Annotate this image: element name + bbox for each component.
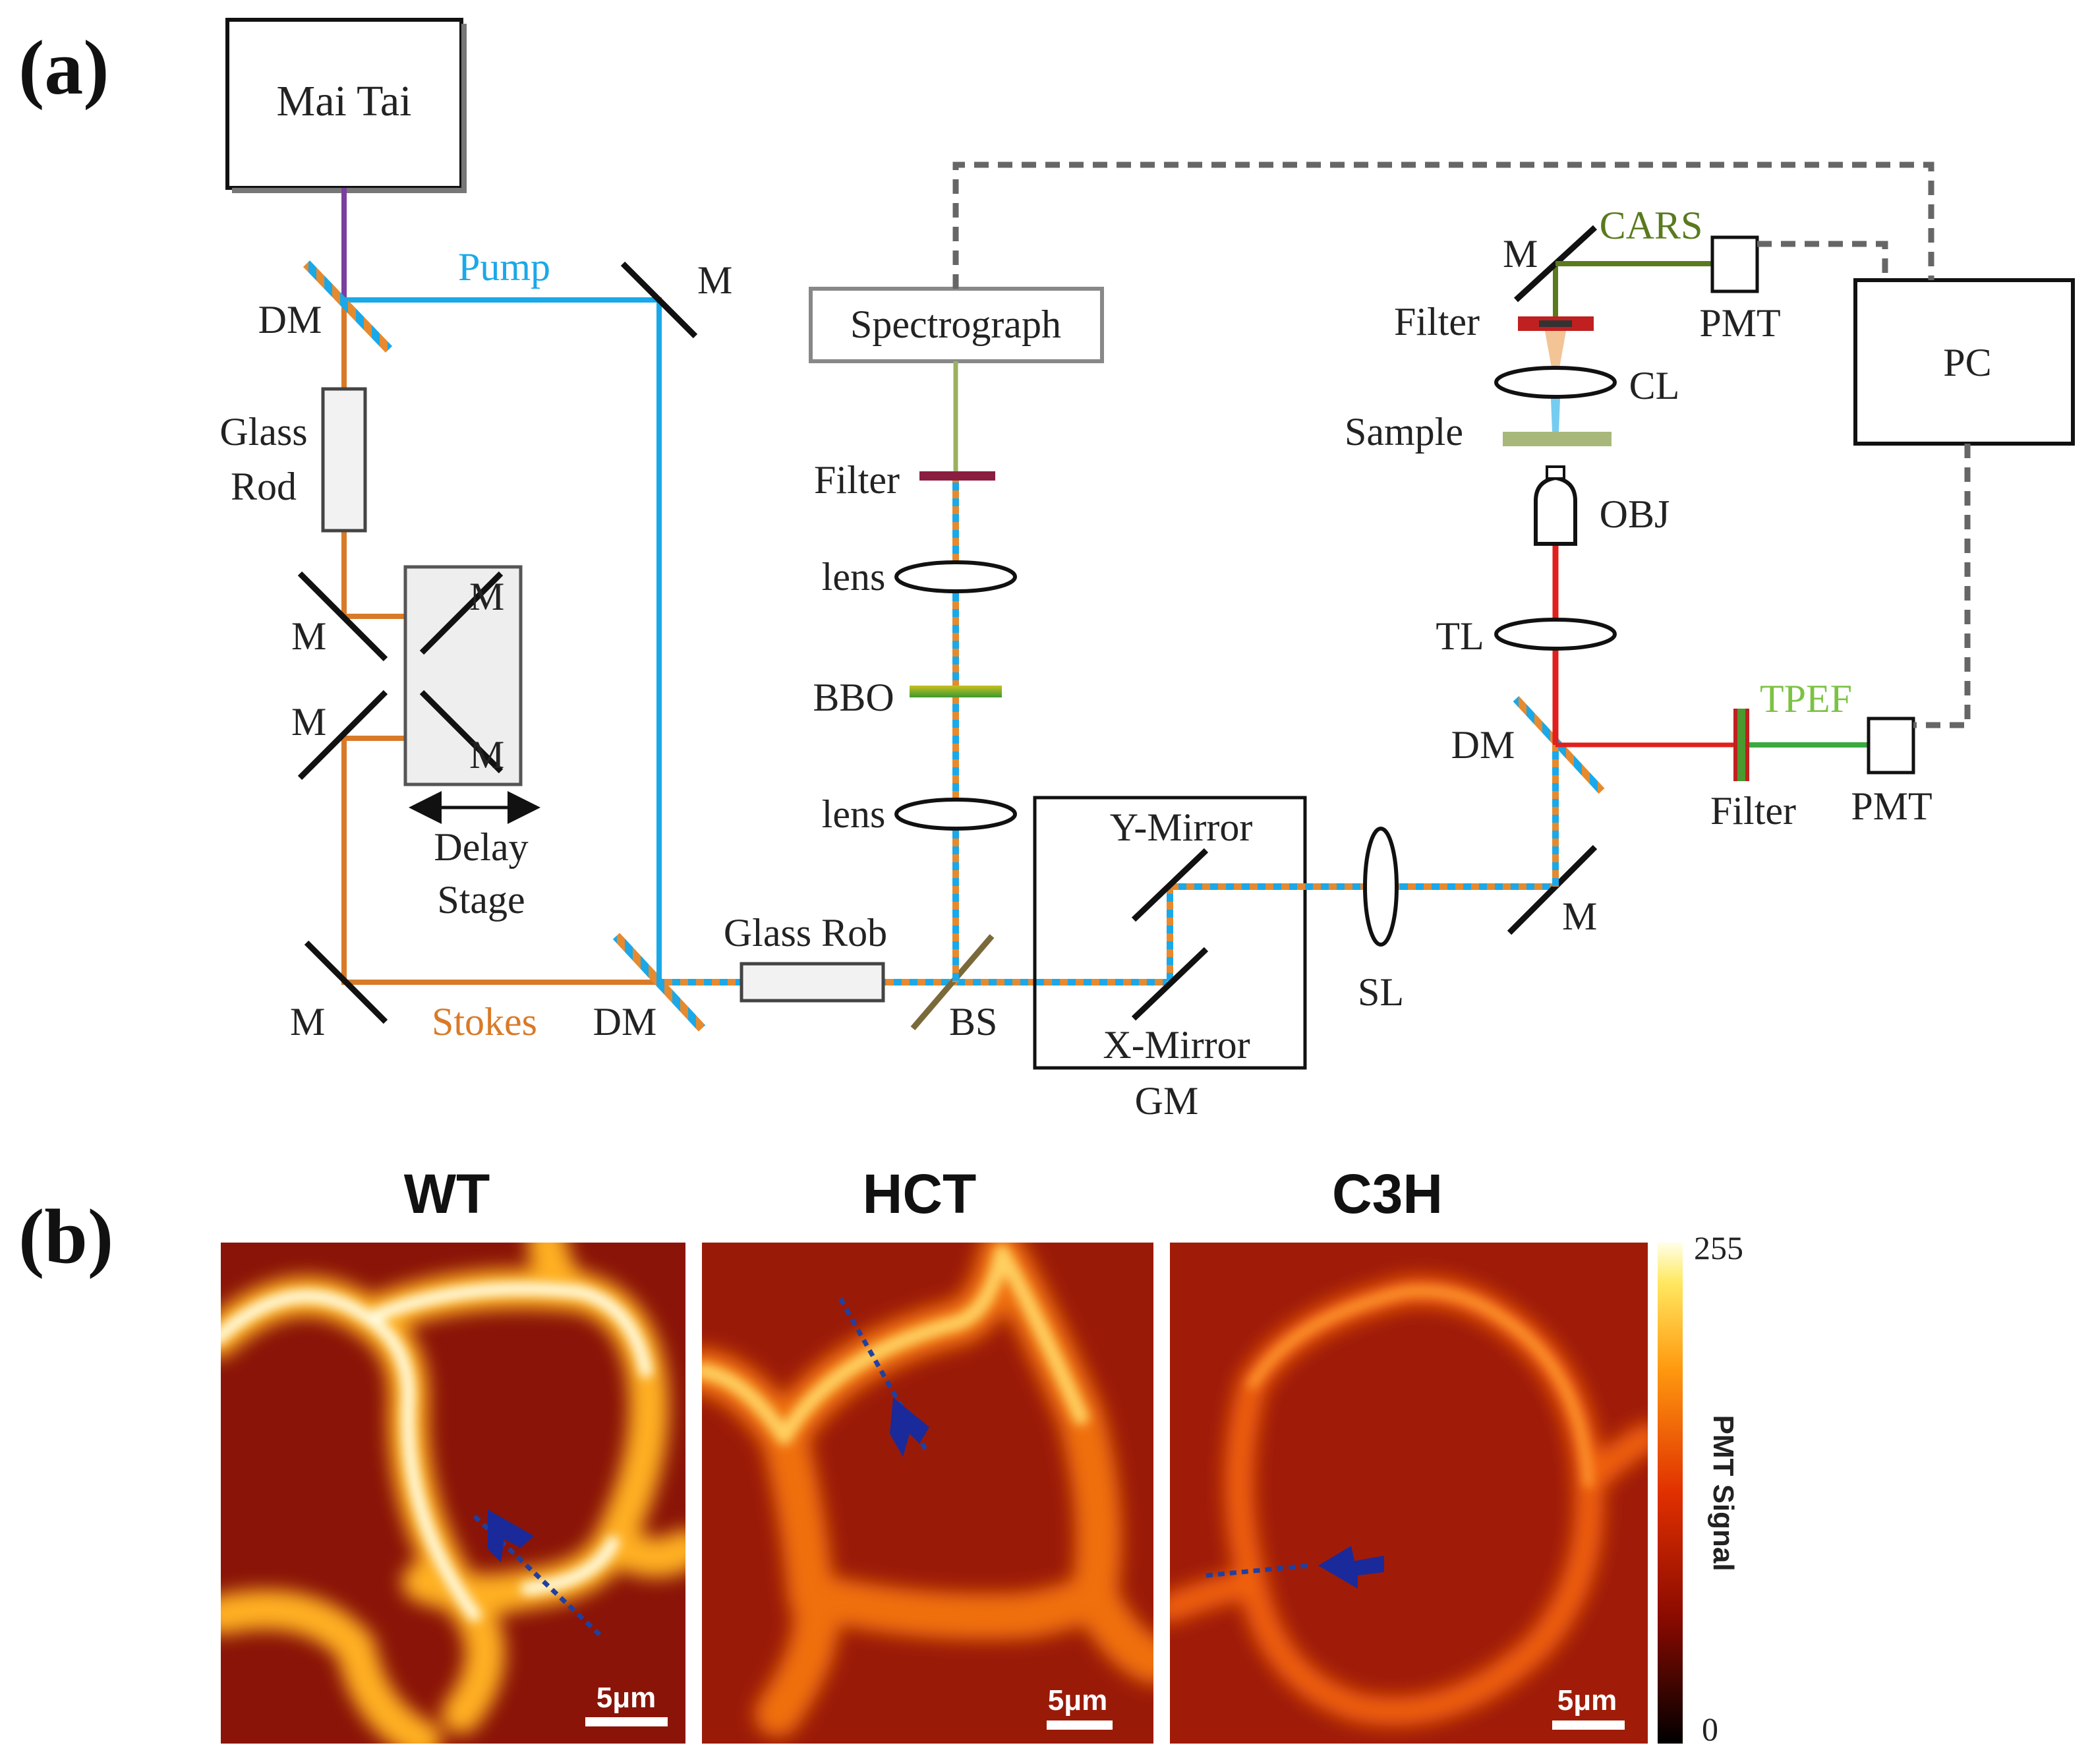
mai-tai-label: Mai Tai	[277, 77, 412, 125]
pmt-cars	[1710, 235, 1759, 293]
tube-lens	[1494, 618, 1617, 651]
image-wt: 5μm	[221, 1243, 685, 1744]
cars-filter-label: Filter	[1394, 300, 1480, 343]
spectrograph-box	[809, 287, 1104, 363]
glass-rod-label-2: Rod	[231, 465, 297, 508]
spectro-lens-2	[894, 798, 1017, 831]
glass-rod-label-1: Glass	[219, 410, 307, 454]
delay-stage	[403, 565, 523, 786]
dm-top	[303, 260, 393, 353]
spectro-filter	[919, 471, 995, 481]
m-label-6: M	[1562, 895, 1597, 938]
panel-b-label: (b)	[18, 1193, 113, 1279]
spectrograph-label: Spectrograph	[850, 303, 1061, 346]
x-mirror	[1131, 947, 1209, 1021]
mirror-bottom-left	[304, 940, 388, 1024]
tpef-filter-label: Filter	[1710, 789, 1796, 833]
gm-label: GM	[1135, 1079, 1199, 1123]
pmt-cars-label: PMT	[1699, 301, 1780, 345]
m-label-3: M	[469, 575, 504, 618]
delay-label-1: Delay	[434, 825, 528, 869]
pc-label: PC	[1943, 341, 1991, 384]
scalebar-hct	[1047, 1720, 1113, 1730]
pmt-tpef-label: PMT	[1851, 784, 1932, 828]
glass-rob-label: Glass Rob	[724, 911, 887, 955]
scalebar-wt	[585, 1717, 668, 1726]
glass-rod	[321, 387, 367, 533]
mirror-pump	[620, 261, 698, 339]
stokes-label: Stokes	[432, 1000, 537, 1044]
sample	[1503, 432, 1612, 446]
image-hct: 5μm	[702, 1243, 1153, 1744]
m-label-7: M	[1503, 232, 1538, 276]
mai-tai-box	[225, 18, 463, 190]
image-title-c3h: C3H	[1332, 1163, 1443, 1225]
bs-label: BS	[949, 1000, 997, 1044]
tl-label: TL	[1436, 614, 1484, 658]
scalebar-c3h	[1552, 1720, 1625, 1730]
tpef-label: TPEF	[1760, 677, 1852, 720]
pc-box	[1853, 278, 2075, 446]
m-label-2: M	[291, 700, 326, 744]
m-label-1: M	[291, 614, 326, 658]
panel-a: (a) Mai Tai Pump Stokes Glass Rod DM M M	[18, 18, 2075, 1123]
objective	[1534, 475, 1577, 546]
sl-label: SL	[1358, 970, 1404, 1014]
y-mirror	[1131, 848, 1209, 922]
panel-a-label: (a)	[18, 24, 109, 111]
mirror-pump-label: M	[697, 258, 732, 302]
delay-label-2: Stage	[437, 878, 525, 922]
dm-top-label: DM	[258, 298, 322, 341]
cl-label: CL	[1629, 364, 1680, 407]
panel-b: (b) WT HCT C3H	[18, 1163, 1743, 1748]
lens-label-2: lens	[822, 792, 886, 836]
signal-lines	[952, 162, 1971, 728]
sample-label: Sample	[1345, 410, 1463, 454]
image-title-wt: WT	[404, 1163, 490, 1225]
mirror-right	[1507, 844, 1598, 935]
spectro-filter-label: Filter	[814, 458, 900, 502]
scale-label-wt: 5μm	[596, 1682, 656, 1714]
scale-label-c3h: 5μm	[1557, 1684, 1617, 1717]
dm-bottom-label: DM	[593, 1000, 657, 1044]
lens-label-1: lens	[822, 555, 886, 599]
spectro-lens-1	[894, 560, 1017, 593]
pump-label: Pump	[458, 245, 550, 289]
bbo-label: BBO	[813, 676, 894, 719]
image-c3h: 5μm	[1170, 1243, 1648, 1744]
y-mirror-label: Y-Mirror	[1110, 806, 1253, 849]
colorbar-min: 0	[1702, 1711, 1718, 1748]
bbo-crystal	[910, 686, 1002, 697]
collection-lens	[1494, 366, 1617, 399]
x-mirror-label: X-Mirror	[1103, 1023, 1250, 1067]
colorbar	[1658, 1243, 1683, 1744]
m-label-5: M	[290, 1000, 325, 1044]
dm-right-label: DM	[1451, 723, 1515, 767]
scan-lens	[1363, 827, 1399, 947]
obj-label: OBJ	[1600, 492, 1670, 536]
colorbar-max: 255	[1694, 1229, 1743, 1266]
glass-rob	[740, 962, 885, 1003]
scale-label-hct: 5μm	[1048, 1684, 1108, 1717]
colorbar-label: PMT Signal	[1707, 1415, 1739, 1571]
cars-label: CARS	[1600, 204, 1703, 247]
image-title-hct: HCT	[863, 1163, 977, 1225]
m-label-4: M	[469, 733, 504, 777]
galvo-mirror-box	[1033, 796, 1307, 1070]
pmt-tpef	[1867, 717, 1915, 775]
